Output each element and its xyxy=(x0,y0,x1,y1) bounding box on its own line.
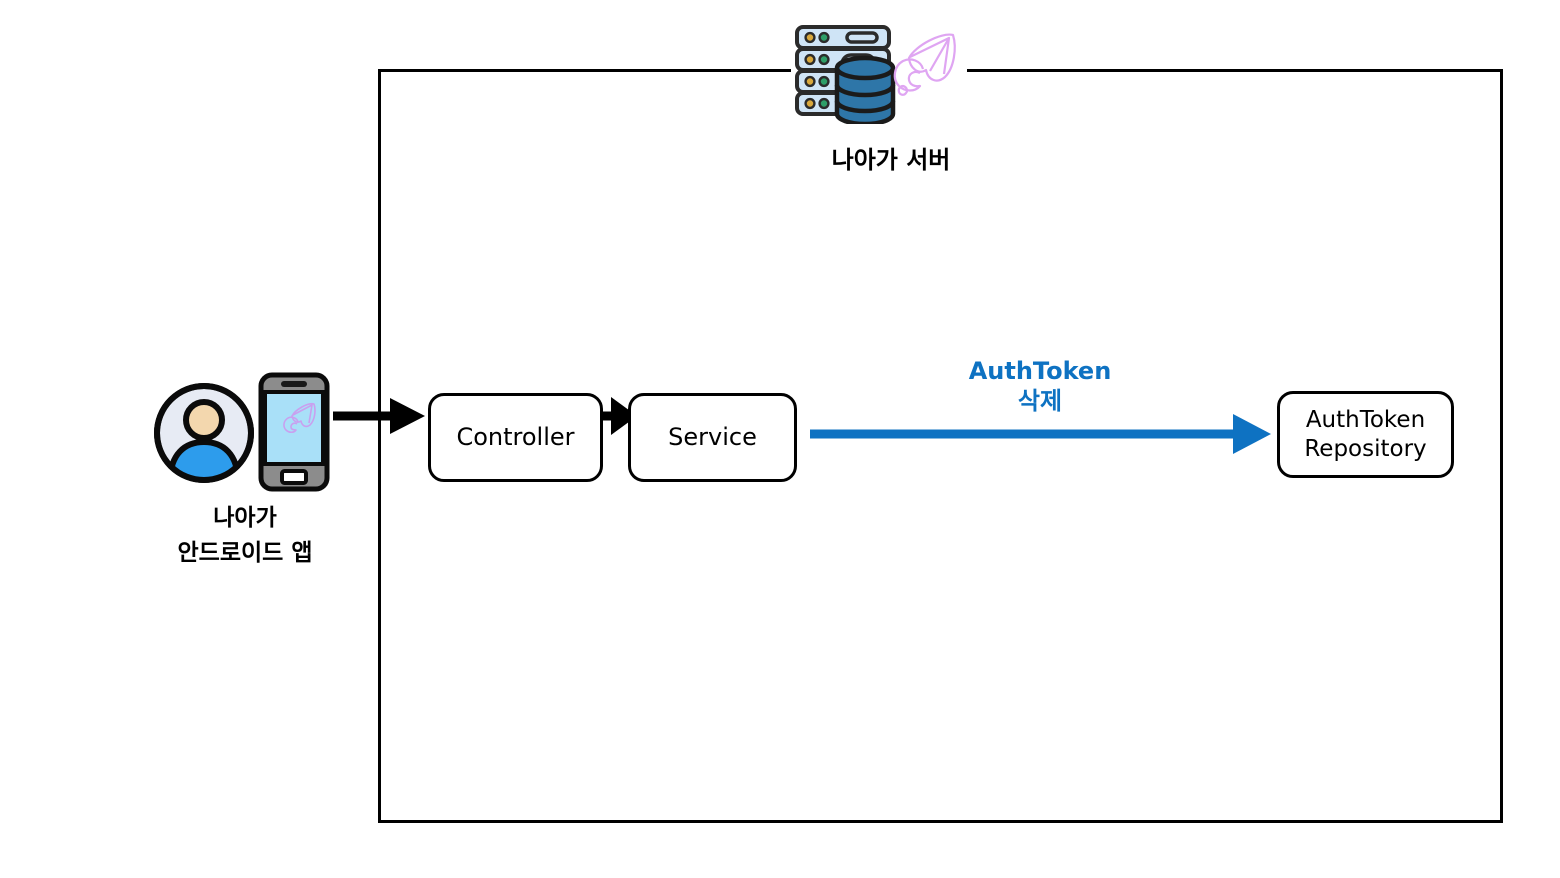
naaga-logo-icon xyxy=(893,33,956,96)
smartphone-icon xyxy=(258,372,330,492)
service-node: Service xyxy=(628,393,797,482)
repository-node-label-line2: Repository xyxy=(1304,435,1427,462)
client-label-line1: 나아가 xyxy=(213,505,277,531)
server-icon-cluster xyxy=(791,22,967,124)
flow-label-line1: AuthToken xyxy=(968,357,1112,385)
authtoken-repository-node: AuthToken Repository xyxy=(1277,391,1454,478)
server-label-text: 나아가 서버 xyxy=(831,146,951,174)
repository-node-label-line1: AuthToken xyxy=(1305,406,1426,433)
user-icon xyxy=(154,383,254,483)
service-node-label: Service xyxy=(668,423,757,451)
flow-label-line2: 삭제 xyxy=(1017,387,1063,415)
server-label: 나아가 서버 xyxy=(781,143,1001,178)
client-label-line2: 안드로이드 앱 xyxy=(177,540,313,566)
client-icon-cluster xyxy=(150,370,335,494)
authtoken-delete-flow-label: AuthToken 삭제 xyxy=(930,356,1150,416)
controller-node-label: Controller xyxy=(456,423,575,451)
naaga-logo-icon xyxy=(283,402,316,434)
database-icon xyxy=(834,55,896,124)
client-label: 나아가 안드로이드 앱 xyxy=(130,501,360,571)
controller-node: Controller xyxy=(428,393,603,482)
